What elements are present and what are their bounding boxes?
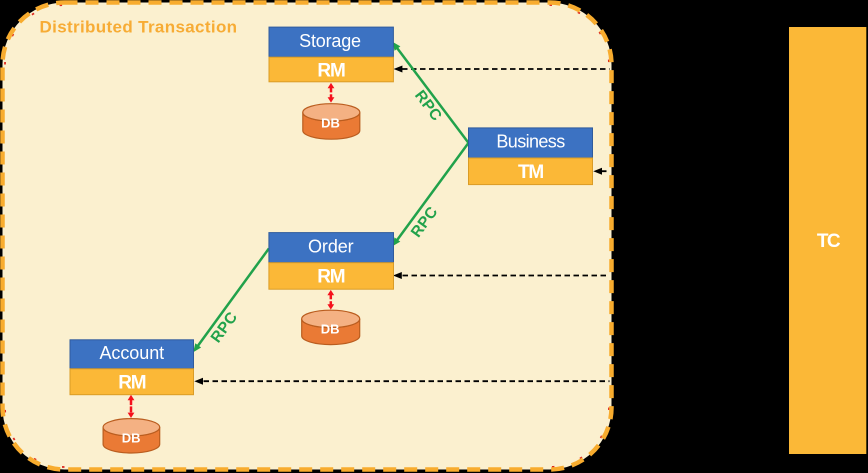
svg-text:RM: RM: [317, 60, 345, 81]
svg-text:DB: DB: [321, 115, 340, 130]
svg-text:Business: Business: [496, 132, 565, 152]
svg-text:RM: RM: [118, 373, 146, 394]
svg-text:RM: RM: [317, 266, 345, 287]
svg-text:TC: TC: [817, 231, 841, 252]
svg-text:Storage: Storage: [299, 31, 361, 51]
svg-text:TM: TM: [518, 162, 543, 183]
svg-text:Account: Account: [99, 343, 164, 363]
svg-text:Distributed Transaction: Distributed Transaction: [40, 18, 238, 37]
svg-text:Order: Order: [308, 237, 354, 257]
svg-text:DB: DB: [321, 321, 340, 336]
svg-text:DB: DB: [122, 431, 141, 446]
